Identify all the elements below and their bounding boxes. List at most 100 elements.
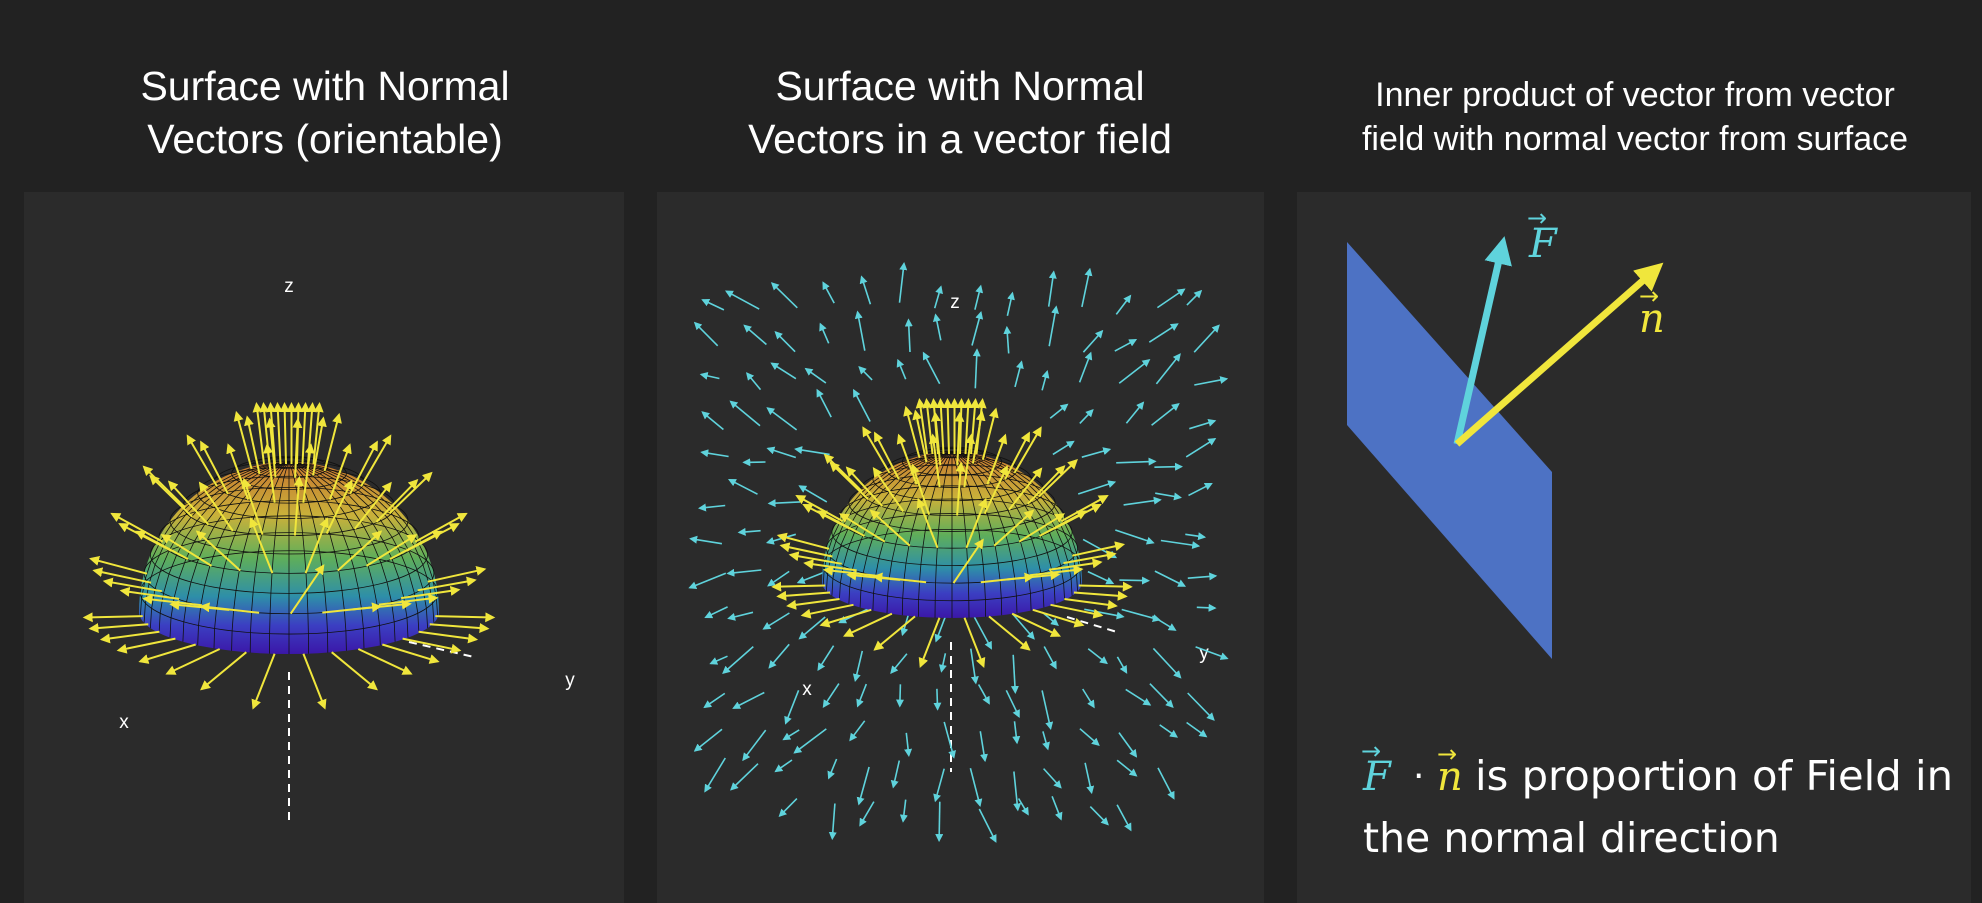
normal-vector-arrow xyxy=(965,497,988,549)
field-vector-arrow xyxy=(1160,539,1201,550)
field-vector-arrow xyxy=(971,310,984,346)
normal-vector-arrow xyxy=(862,426,891,474)
normal-vector-arrow xyxy=(829,461,869,501)
field-vector-arrow xyxy=(1159,724,1179,738)
normal-vectors xyxy=(771,398,1133,669)
field-vector-arrow xyxy=(1125,401,1145,424)
field-vector-arrow xyxy=(817,645,835,672)
field-vector-arrow xyxy=(1052,440,1075,456)
mesh-longitude-line xyxy=(831,451,953,596)
panel-3-title-line-1: Inner product of vector from vector xyxy=(1375,76,1895,114)
normal-vector-arrow xyxy=(249,517,274,574)
normal-vector-arrow xyxy=(955,461,966,516)
field-vector-arrow xyxy=(804,367,827,384)
normal-vector-arrow xyxy=(142,465,186,509)
field-vector-arrow xyxy=(729,400,761,427)
field-vector-arrow xyxy=(1185,532,1207,541)
field-vector-arrow xyxy=(762,612,790,630)
field-vector-arrow xyxy=(1116,457,1157,466)
field-vector-arrow xyxy=(1013,771,1022,812)
field-vector-arrow xyxy=(1079,728,1100,746)
normal-vector-arrow xyxy=(975,398,987,455)
normal-vector-arrow xyxy=(110,512,164,543)
field-vector-arrow xyxy=(698,503,726,512)
field-vector-arrow xyxy=(978,808,997,843)
normal-vector-arrow xyxy=(252,402,265,465)
field-vector-arrow xyxy=(1014,360,1024,388)
normal-vector-arrow xyxy=(1078,581,1133,592)
normal-vector-arrow xyxy=(1053,503,1102,530)
field-vector-arrow xyxy=(782,729,800,741)
normal-vector-arrow xyxy=(954,411,965,466)
field-vector-arrow xyxy=(859,275,872,305)
field-vector-arrow xyxy=(1118,359,1151,384)
field-vector-arrow xyxy=(1079,408,1094,424)
normal-vector-arrow xyxy=(99,630,160,644)
vector-field-figure: z y x xyxy=(657,192,1264,903)
field-vector-arrow xyxy=(828,803,837,841)
field-vector-arrow xyxy=(827,758,838,780)
field-vector-arrow xyxy=(979,731,988,763)
normal-vector-arrow xyxy=(435,612,496,623)
normal-vector-arrow xyxy=(233,410,253,470)
field-vector-arrow xyxy=(794,446,830,456)
y-axis-label: y xyxy=(565,670,575,691)
field-vector-arrow xyxy=(699,371,720,380)
field-vector-arrow xyxy=(732,691,765,709)
field-vector-arrow xyxy=(745,372,762,391)
field-vector-arrow xyxy=(856,683,868,708)
panel-1-title-line-1: Surface with Normal xyxy=(140,63,510,109)
field-vector-arrow xyxy=(933,285,943,309)
field-vector-arrow xyxy=(974,284,984,310)
normal-vector-arrow xyxy=(289,564,325,615)
field-vector-arrow xyxy=(1125,688,1152,706)
field-vector-arrow xyxy=(934,615,947,643)
field-vector-arrow xyxy=(798,485,828,503)
field-vector-arrow xyxy=(704,757,726,793)
normal-vector-arrow xyxy=(400,585,461,600)
field-vector-arrow xyxy=(1187,692,1215,721)
field-vector-arrow xyxy=(784,690,800,725)
field-vector-label: F → xyxy=(1527,204,1558,267)
field-vector-arrow xyxy=(724,290,760,310)
panel-2-title: Surface with Normal Vectors in a vector … xyxy=(660,60,1260,167)
field-vector-arrow xyxy=(689,535,723,545)
normal-vector-arrow xyxy=(969,398,980,455)
mesh-longitude-line xyxy=(288,461,435,623)
field-vector-arrow xyxy=(822,683,840,709)
normal-vector-arrow xyxy=(779,542,833,558)
field-vector-arrow xyxy=(1084,762,1095,795)
field-vector-arrow xyxy=(768,643,790,669)
normal-vector-arrow xyxy=(259,402,271,465)
field-vector-arrow xyxy=(1089,806,1109,826)
field-vector-arrow xyxy=(1155,353,1181,385)
caption-field-symbol: F xyxy=(1362,754,1392,800)
field-vector-arrow xyxy=(852,650,864,683)
field-vector-arrow xyxy=(693,728,723,752)
normal-vector-arrow xyxy=(304,517,329,574)
caption-line-1: is proportion of Field in xyxy=(1475,752,1953,800)
field-vector-arrow xyxy=(854,310,866,351)
field-vector-arrow xyxy=(1188,482,1213,497)
normal-vector-arrow xyxy=(337,530,383,572)
field-vector-arrow xyxy=(1151,615,1177,631)
normal-vector-arrow xyxy=(942,398,953,455)
field-vector-arrow xyxy=(973,616,992,650)
field-vector-arrow xyxy=(1012,613,1035,640)
field-vector-arrow xyxy=(727,611,754,621)
normal-vector-arrow xyxy=(1008,467,1043,511)
normal-vector-arrow xyxy=(265,417,277,478)
normal-vector-arrow xyxy=(916,497,939,549)
normal-vector-arrow xyxy=(165,648,221,675)
normal-vector-arrow xyxy=(912,409,928,463)
normal-vector-arrow xyxy=(988,615,1031,651)
field-vector-arrow xyxy=(969,768,983,808)
field-vector-arrow xyxy=(1081,267,1093,308)
field-vector-arrow xyxy=(859,801,875,827)
normal-vector-arrow xyxy=(983,464,1009,515)
field-vector-arrow xyxy=(943,721,956,759)
normal-vector-arrow xyxy=(922,398,934,455)
normal-vector-arrow xyxy=(1038,459,1078,498)
normal-vector-arrow xyxy=(795,495,844,522)
field-vector-arrow xyxy=(1042,731,1050,751)
